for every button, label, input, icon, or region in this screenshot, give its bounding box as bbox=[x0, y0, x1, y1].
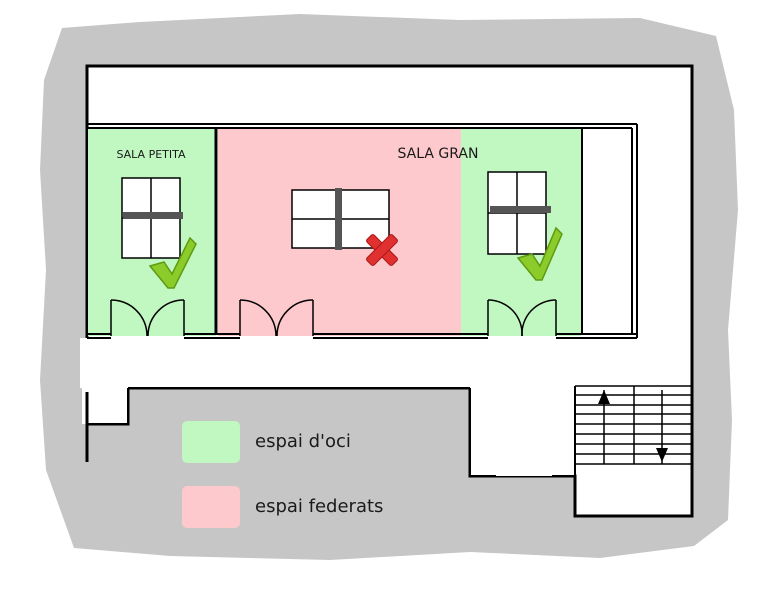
legend-swatch-oci bbox=[182, 421, 240, 463]
legend-label-federats: espai federats bbox=[255, 496, 383, 517]
door-sala-gran-oci bbox=[487, 299, 557, 337]
checkmark-icon bbox=[516, 226, 563, 281]
door-sala-petita bbox=[110, 299, 185, 337]
walls bbox=[85, 123, 638, 516]
room-label-sala-gran: SALA GRAN bbox=[398, 146, 479, 162]
legend-swatch-federats bbox=[182, 486, 240, 528]
staircase bbox=[575, 385, 692, 465]
cross-icon bbox=[366, 234, 398, 266]
table-sala-petita bbox=[121, 177, 183, 259]
table-sala-gran-oci bbox=[487, 171, 551, 255]
legend-label-oci: espai d'oci bbox=[255, 431, 351, 452]
room-label-sala-petita: SALA PETITA bbox=[116, 148, 186, 161]
door-sala-gran bbox=[239, 299, 314, 337]
arrow-down-icon bbox=[656, 448, 668, 462]
arrow-up-icon bbox=[598, 390, 610, 404]
checkmark-icon bbox=[148, 236, 197, 289]
